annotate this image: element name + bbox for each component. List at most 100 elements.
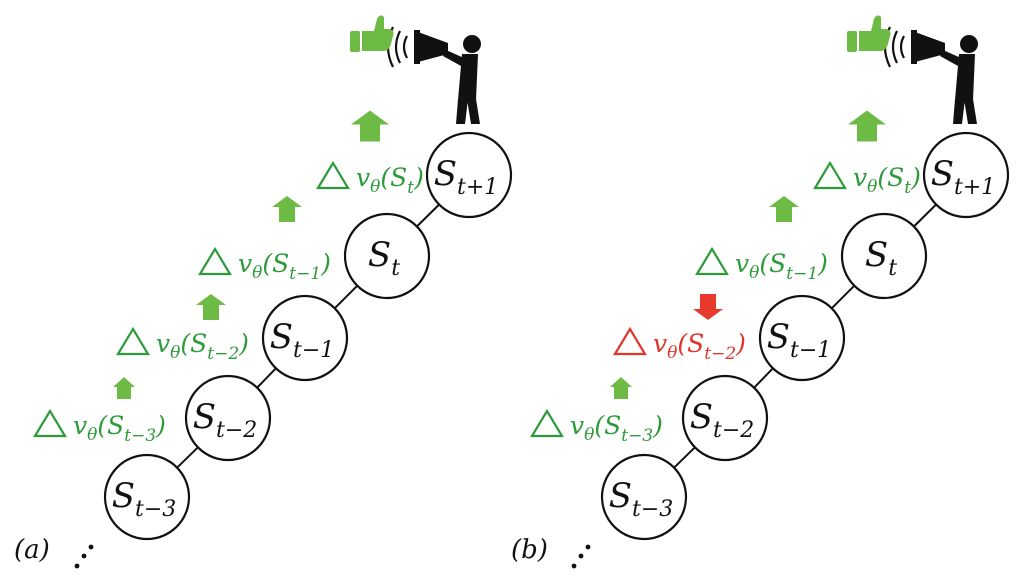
- value-theta: θ: [252, 263, 262, 283]
- value-expression: vθ(St−1): [735, 249, 828, 284]
- state-subscript: t+1: [954, 175, 995, 200]
- value-subscript: t−2: [207, 344, 239, 364]
- state-label: St: [865, 235, 897, 281]
- value-open: (S: [594, 411, 621, 440]
- state-circle: [922, 131, 1010, 219]
- state-subscript: t−2: [713, 418, 754, 443]
- up-arrow-icon: [610, 377, 632, 399]
- state-symbol: S: [767, 317, 790, 357]
- up-arrow-icon: [769, 196, 799, 222]
- state-connector: [673, 446, 696, 469]
- value-expression: vθ(St−2): [156, 329, 249, 364]
- value-subscript: t−2: [704, 344, 736, 364]
- state-symbol: S: [270, 317, 293, 357]
- value-theta: θ: [867, 177, 877, 197]
- value-close: ): [238, 329, 249, 358]
- state-subscript: t−3: [632, 497, 673, 522]
- state-circle: [184, 374, 272, 462]
- value-update-label: vθ(St−1): [198, 246, 331, 284]
- value-subscript: t−3: [621, 426, 653, 446]
- state-connector: [176, 446, 199, 469]
- value-v: v: [570, 411, 584, 440]
- state-node: St−2: [681, 374, 769, 462]
- triangle-delta-icon: [116, 326, 150, 356]
- thumbs-up-icon: [847, 15, 891, 52]
- state-node: St: [840, 212, 928, 300]
- value-theta: θ: [87, 425, 97, 445]
- person-torso: [458, 54, 478, 100]
- state-symbol: S: [368, 235, 391, 275]
- triangle-delta-icon: [613, 326, 647, 356]
- value-open: (S: [262, 249, 289, 278]
- down-arrow-icon: [693, 294, 723, 320]
- state-label: St−3: [609, 476, 674, 522]
- person-leg-right: [964, 99, 977, 124]
- state-subscript: t−1: [293, 338, 334, 363]
- person-arm: [940, 50, 961, 66]
- speaker-person-icon: [386, 26, 481, 124]
- value-theta: θ: [170, 343, 180, 363]
- value-theta: θ: [584, 425, 594, 445]
- state-circle: [758, 294, 846, 382]
- value-open: (S: [677, 329, 704, 358]
- person-leg-left: [953, 99, 965, 124]
- state-label: St: [368, 235, 400, 281]
- value-update-label: vθ(St−2): [613, 326, 746, 364]
- state-subscript: t: [391, 256, 400, 281]
- state-node: St+1: [922, 131, 1010, 219]
- state-connector: [416, 203, 440, 228]
- value-subscript: t−1: [786, 264, 818, 284]
- value-expression: vθ(St): [853, 163, 921, 198]
- triangle-delta-icon: [198, 246, 232, 276]
- value-open: (S: [877, 163, 904, 192]
- value-expression: vθ(St−3): [73, 411, 166, 446]
- value-subscript: t−3: [124, 426, 156, 446]
- state-label: St−1: [270, 317, 335, 363]
- value-update-label: vθ(St−1): [695, 246, 828, 284]
- state-label: St−3: [112, 476, 177, 522]
- state-label: St+1: [931, 154, 996, 200]
- state-circle: [840, 212, 928, 300]
- panel-b: St−3St−2St−1StSt+1vθ(St−3)vθ(St−2)vθ(St−…: [511, 15, 1010, 569]
- person-leg-right: [467, 99, 480, 124]
- state-subscript: t−2: [216, 418, 257, 443]
- value-v: v: [156, 329, 170, 358]
- up-arrow-icon: [272, 196, 302, 222]
- person-arm: [443, 50, 464, 66]
- state-subscript: t+1: [457, 175, 498, 200]
- value-expression: vθ(St−3): [570, 411, 663, 446]
- state-symbol: S: [434, 154, 457, 194]
- state-circle: [600, 453, 688, 541]
- state-symbol: S: [609, 476, 632, 516]
- state-circle: [425, 131, 513, 219]
- up-arrow-icon: [848, 110, 886, 142]
- value-theta: θ: [749, 263, 759, 283]
- state-circle: [103, 453, 191, 541]
- value-theta: θ: [370, 177, 380, 197]
- value-v: v: [356, 163, 370, 192]
- person-head: [960, 35, 978, 53]
- triangle-delta-icon: [530, 408, 564, 438]
- state-label: St−2: [690, 397, 755, 443]
- state-subscript: t−1: [790, 338, 831, 363]
- up-arrow-icon: [351, 110, 389, 142]
- triangle-delta-icon: [33, 408, 67, 438]
- panel-a: St−3St−2St−1StSt+1vθ(St−3)vθ(St−2)vθ(St−…: [14, 15, 513, 569]
- value-expression: vθ(St−2): [653, 329, 746, 364]
- state-label: St−1: [767, 317, 832, 363]
- person-torso: [955, 54, 975, 100]
- value-open: (S: [380, 163, 407, 192]
- ellipsis-dots: [74, 544, 94, 569]
- state-symbol: S: [931, 154, 954, 194]
- value-close: ): [155, 411, 166, 440]
- state-symbol: S: [112, 476, 135, 516]
- state-node: St+1: [425, 131, 513, 219]
- value-subscript: t−1: [289, 264, 321, 284]
- panel-tag: (a): [14, 535, 50, 565]
- speaker-person-icon: [883, 26, 978, 124]
- value-subscript: t: [407, 178, 414, 198]
- person-head: [463, 35, 481, 53]
- megaphone-icon: [414, 30, 448, 64]
- state-symbol: S: [865, 235, 888, 275]
